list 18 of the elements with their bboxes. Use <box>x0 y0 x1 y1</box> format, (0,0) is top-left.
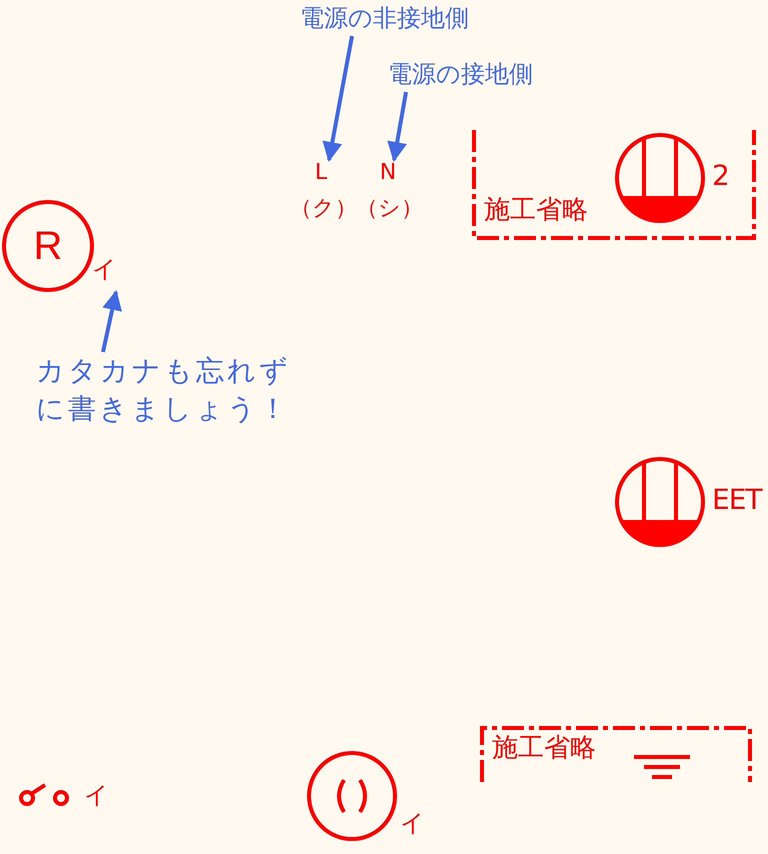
annotation-text: 電源の接地側 <box>388 56 588 92</box>
annotation-note: カタカナも忘れずに書きましょう！ <box>36 352 298 432</box>
receptacle-symbol: R <box>2 200 94 292</box>
omission-label: 施工省略 <box>492 734 596 764</box>
arrow <box>387 92 408 162</box>
symbol-note: イ <box>92 256 117 284</box>
annotation-text: 電源の非接地側 <box>300 0 480 36</box>
terminal-mark: （ク） <box>290 196 352 222</box>
arrow <box>322 36 354 162</box>
terminal-mark: （シ） <box>356 196 420 222</box>
symbol-note: EET <box>712 484 762 516</box>
symbol-note: イ <box>84 782 109 810</box>
terminal-letter: N <box>378 160 398 186</box>
symbol-note: イ <box>400 810 425 838</box>
symbol-note: 2 <box>712 160 729 192</box>
omission-label: 施工省略 <box>484 196 588 226</box>
terminal-letter: L <box>314 160 328 186</box>
arrow <box>101 290 122 352</box>
